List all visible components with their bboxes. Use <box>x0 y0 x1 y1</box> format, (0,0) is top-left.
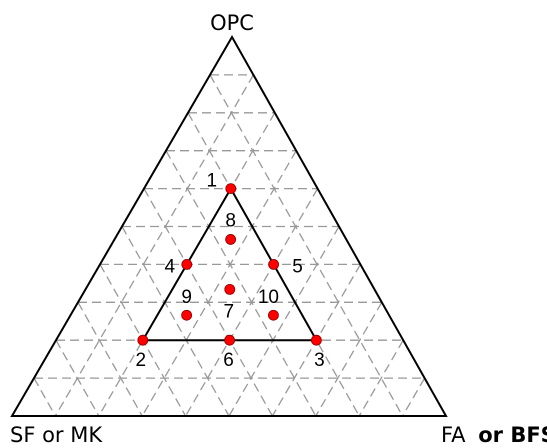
grid-line <box>54 74 254 417</box>
grid-lines <box>33 74 426 417</box>
point-label-6: 6 <box>223 350 234 371</box>
data-point-1 <box>225 183 237 195</box>
vertex-label-sf-mk: SF or MK <box>10 423 103 447</box>
grid-line <box>165 150 317 417</box>
data-point-8 <box>225 234 237 245</box>
grid-line <box>209 74 404 417</box>
data-point-5 <box>268 258 280 270</box>
point-label-3: 3 <box>314 350 325 371</box>
vertex-label-fa: FA <box>441 423 466 447</box>
outer-triangle <box>10 34 448 417</box>
point-label-10: 10 <box>258 287 279 308</box>
grid-line <box>121 226 230 417</box>
grid-line <box>358 339 404 417</box>
data-point-4 <box>181 258 193 270</box>
data-point-9 <box>181 309 193 321</box>
grid-line <box>141 150 297 417</box>
vertex-label-opc: OPC <box>210 11 254 35</box>
data-point-10 <box>268 309 279 321</box>
vertex-label-bfs: or BFS <box>478 423 547 447</box>
data-point-6 <box>224 334 236 346</box>
grid-line <box>402 377 426 417</box>
data-point-2 <box>137 334 149 346</box>
point-label-2: 2 <box>136 350 147 371</box>
point-label-7: 7 <box>223 301 234 322</box>
point-label-4: 4 <box>165 256 176 277</box>
data-points: 1 2 3 4 5 6 7 8 9 10 <box>136 171 325 372</box>
grid-line <box>55 339 100 417</box>
data-point-3 <box>310 334 322 346</box>
point-label-8: 8 <box>225 210 236 231</box>
point-label-1: 1 <box>207 171 218 192</box>
point-label-5: 5 <box>292 256 303 277</box>
grid-line <box>77 301 143 417</box>
vertex-label-fa-bfs: FA or BFS <box>441 423 547 447</box>
grid-line <box>33 377 56 417</box>
point-label-9: 9 <box>181 287 192 308</box>
grid-line <box>315 301 383 417</box>
data-point-7 <box>224 283 236 295</box>
grid-line <box>228 226 340 417</box>
